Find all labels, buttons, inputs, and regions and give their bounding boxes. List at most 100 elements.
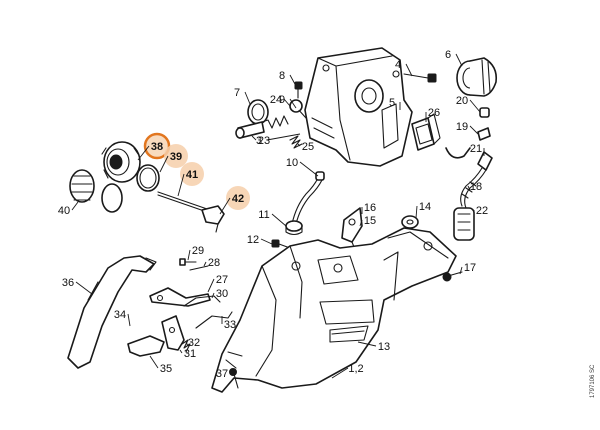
highlight-layer bbox=[143, 132, 250, 210]
callout-highlight-38 bbox=[143, 132, 171, 160]
leader-line-32 bbox=[185, 341, 189, 347]
callout-16[interactable]: 16 bbox=[364, 202, 376, 214]
leader-lines bbox=[71, 53, 485, 379]
leader-line-14 bbox=[415, 205, 418, 219]
callout-34[interactable]: 34 bbox=[114, 309, 126, 321]
leader-line-17 bbox=[459, 266, 463, 275]
part-38-spool bbox=[101, 141, 141, 183]
part-13-panel bbox=[329, 325, 369, 343]
part-33-rod bbox=[195, 311, 233, 329]
leader-line-12 bbox=[260, 238, 273, 245]
leader-line-42 bbox=[219, 197, 231, 215]
part-10-hose bbox=[291, 171, 325, 225]
part-23-pin bbox=[235, 115, 289, 139]
leader-line-31 bbox=[179, 349, 183, 354]
callout-5[interactable]: 5 bbox=[389, 97, 395, 109]
callout-38[interactable]: 38 bbox=[151, 141, 163, 153]
callout-28[interactable]: 28 bbox=[208, 257, 220, 269]
part-19-fitting bbox=[477, 127, 491, 141]
callout-17[interactable]: 17 bbox=[464, 262, 476, 274]
callout-39[interactable]: 39 bbox=[170, 151, 182, 163]
callout-36[interactable]: 36 bbox=[62, 277, 74, 289]
part-42-bracket bbox=[201, 205, 225, 233]
callout-4[interactable]: 4 bbox=[395, 59, 401, 71]
callout-13[interactable]: 13 bbox=[378, 341, 390, 353]
part-30-rod bbox=[183, 295, 221, 307]
leader-line-11 bbox=[271, 213, 287, 227]
part-11-oil-cap bbox=[285, 220, 303, 236]
callout-23[interactable]: 23 bbox=[258, 135, 270, 147]
part-1-2-tank-housing bbox=[211, 227, 457, 393]
callout-24[interactable]: 24 bbox=[270, 94, 282, 106]
callout-27[interactable]: 27 bbox=[216, 274, 228, 286]
leader-line-28 bbox=[203, 261, 207, 267]
callout-highlight-39 bbox=[164, 144, 188, 168]
callout-19[interactable]: 19 bbox=[456, 121, 468, 133]
callout-31[interactable]: 31 bbox=[184, 348, 196, 360]
part-20-fitting bbox=[479, 107, 490, 118]
part-29-pin bbox=[179, 258, 197, 266]
leader-line-34 bbox=[127, 313, 131, 327]
callout-26[interactable]: 26 bbox=[428, 107, 440, 119]
callout-10[interactable]: 10 bbox=[286, 157, 298, 169]
callout-14[interactable]: 14 bbox=[419, 201, 431, 213]
leader-line-1-2 bbox=[331, 367, 349, 379]
part-14-washer bbox=[401, 215, 419, 229]
callout-30[interactable]: 30 bbox=[216, 288, 228, 300]
part-37-screw bbox=[229, 368, 239, 389]
callout-12[interactable]: 12 bbox=[247, 234, 259, 246]
callout-29[interactable]: 29 bbox=[192, 245, 204, 257]
callout-40[interactable]: 40 bbox=[58, 205, 70, 217]
part-4-bolt bbox=[403, 73, 437, 83]
callout-9[interactable]: 9 bbox=[279, 94, 285, 106]
callout-33[interactable]: 33 bbox=[224, 319, 236, 331]
drawing-code: 1797106 SC bbox=[590, 364, 596, 398]
callout-labels: 1,23456789101112131415161718192021222324… bbox=[58, 49, 488, 380]
callout-18[interactable]: 18 bbox=[470, 181, 482, 193]
callout-21[interactable]: 21 bbox=[470, 143, 482, 155]
leader-line-3 bbox=[266, 133, 301, 141]
leader-line-27 bbox=[207, 278, 215, 293]
callout-15[interactable]: 15 bbox=[364, 215, 376, 227]
part-28-pin bbox=[189, 265, 209, 271]
callout-20[interactable]: 20 bbox=[456, 95, 468, 107]
callout-32[interactable]: 32 bbox=[188, 337, 200, 349]
callout-highlight-41 bbox=[180, 162, 204, 186]
part-40-sprocket bbox=[69, 169, 123, 213]
leader-line-13 bbox=[357, 341, 377, 347]
callout-3[interactable]: 3 bbox=[256, 135, 262, 147]
callout-7[interactable]: 7 bbox=[234, 87, 240, 99]
leader-line-6 bbox=[455, 53, 463, 67]
callout-35[interactable]: 35 bbox=[160, 363, 172, 375]
part-22-fuel-filter bbox=[453, 207, 475, 241]
leader-line-4 bbox=[405, 63, 413, 77]
part-36-handle bbox=[67, 255, 157, 369]
leader-line-41 bbox=[177, 173, 185, 197]
callout-22[interactable]: 22 bbox=[476, 205, 488, 217]
callout-37[interactable]: 37 bbox=[216, 368, 228, 380]
callout-6[interactable]: 6 bbox=[445, 49, 451, 61]
leader-line-37 bbox=[229, 372, 233, 375]
part-21-fuel-hose bbox=[445, 147, 493, 171]
leader-line-29 bbox=[187, 249, 191, 261]
part-6-intake-elbow bbox=[456, 57, 498, 97]
callout-42[interactable]: 42 bbox=[232, 193, 244, 205]
leader-line-25 bbox=[297, 143, 301, 147]
callout-11[interactable]: 11 bbox=[258, 209, 269, 221]
leader-line-18 bbox=[467, 185, 471, 191]
part-8-pin bbox=[294, 81, 303, 99]
leader-line-35 bbox=[149, 355, 159, 369]
leader-line-38 bbox=[137, 145, 150, 161]
callout-8[interactable]: 8 bbox=[279, 70, 285, 82]
leader-line-36 bbox=[75, 281, 93, 295]
part-25-spring bbox=[289, 135, 303, 149]
callout-25[interactable]: 25 bbox=[302, 141, 314, 153]
part-35-trigger bbox=[127, 315, 185, 357]
callout-41[interactable]: 41 bbox=[186, 169, 198, 181]
leader-line-7 bbox=[244, 91, 251, 105]
leader-line-19 bbox=[469, 125, 479, 135]
callout-1-2[interactable]: 1,2 bbox=[348, 363, 363, 375]
part-39-ring bbox=[136, 164, 160, 192]
part-26-filter bbox=[411, 113, 441, 151]
part-27-lever bbox=[149, 287, 211, 307]
